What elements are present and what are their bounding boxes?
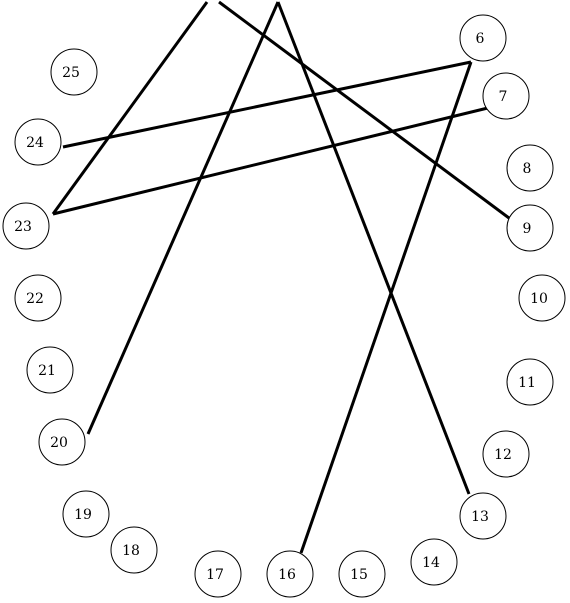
node-circle	[14, 118, 62, 166]
node-circle	[410, 538, 458, 586]
node-circle	[194, 550, 242, 598]
node-circle	[50, 48, 98, 96]
node-label: 19	[74, 507, 92, 523]
node-label: 23	[14, 219, 32, 235]
node-label: 6	[476, 31, 485, 47]
node-7: 7	[482, 72, 530, 120]
node-label: 12	[494, 447, 512, 463]
node-9: 9	[506, 204, 554, 252]
node-circle	[482, 72, 530, 120]
node-circle	[459, 492, 507, 540]
edge-off-top-b-to-9	[218, 0, 510, 220]
node-label: 11	[518, 375, 536, 391]
node-circle	[338, 550, 386, 598]
node-label: 25	[62, 65, 80, 81]
node-circle	[459, 14, 507, 62]
node-19: 19	[62, 490, 110, 538]
node-8: 8	[506, 144, 554, 192]
node-16: 16	[266, 550, 314, 598]
node-circle	[518, 274, 566, 322]
edge-off-top-c-to-20	[86, 1, 280, 435]
node-circle	[482, 430, 530, 478]
edge-7-to-23	[52, 104, 497, 216]
edge-off-top-c-to-13	[276, 1, 471, 495]
node-layer: 6 7 8 9 10 11 12 13 14 15 16 17 18 19 20 21 22 23 24 25	[2, 14, 566, 598]
node-label: 20	[50, 435, 68, 451]
node-14: 14	[410, 538, 458, 586]
node-circle	[506, 204, 554, 252]
node-label: 9	[523, 221, 532, 237]
node-18: 18	[110, 526, 158, 574]
node-label: 10	[530, 291, 548, 307]
node-23: 23	[2, 202, 50, 250]
edge-layer	[51, 0, 510, 554]
node-label: 22	[26, 291, 44, 307]
node-label: 21	[38, 363, 56, 379]
node-10: 10	[518, 274, 566, 322]
node-circle	[62, 490, 110, 538]
node-label: 16	[278, 567, 296, 583]
node-20: 20	[38, 418, 86, 466]
node-circle	[38, 418, 86, 466]
node-label: 15	[350, 567, 368, 583]
node-label: 24	[26, 135, 44, 151]
node-12: 12	[482, 430, 530, 478]
node-15: 15	[338, 550, 386, 598]
node-label: 18	[122, 543, 140, 559]
node-11: 11	[506, 358, 554, 406]
node-circle	[506, 144, 554, 192]
node-24: 24	[14, 118, 62, 166]
node-17: 17	[194, 550, 242, 598]
edge-6-to-16	[299, 61, 473, 554]
node-circle	[110, 526, 158, 574]
edge-6-to-24	[62, 60, 472, 149]
node-circle	[506, 358, 554, 406]
edge-off-top-a-to-23	[51, 1, 209, 215]
node-label: 17	[206, 567, 224, 583]
node-label: 8	[523, 161, 532, 177]
node-25: 25	[50, 48, 98, 96]
node-13: 13	[459, 492, 507, 540]
node-6: 6	[459, 14, 507, 62]
node-circle	[26, 346, 74, 394]
node-label: 14	[422, 555, 440, 571]
node-21: 21	[26, 346, 74, 394]
node-circle	[2, 202, 50, 250]
node-circle	[14, 274, 62, 322]
node-22: 22	[14, 274, 62, 322]
node-label: 7	[499, 89, 508, 105]
node-circle	[266, 550, 314, 598]
node-label: 13	[471, 509, 489, 525]
